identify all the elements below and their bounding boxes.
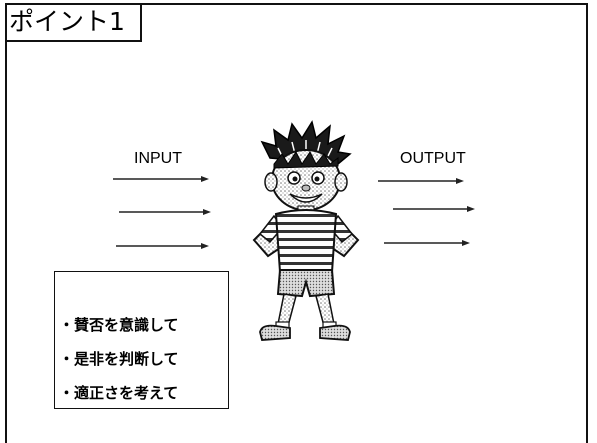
output-label: OUTPUT (400, 150, 466, 167)
input-label: INPUT (134, 150, 182, 167)
input-arrow-1 (113, 173, 209, 185)
note-item-2: ・是非を判断して (59, 350, 179, 368)
note-item-1: ・賛否を意識して (59, 316, 179, 334)
boy-illustration (240, 118, 370, 348)
input-arrow-2 (119, 206, 211, 218)
slide-title: ポイント1 (5, 3, 142, 42)
output-arrow-1 (378, 175, 464, 187)
output-arrow-3 (384, 237, 470, 249)
slide-frame (5, 3, 588, 443)
input-arrow-3 (116, 240, 209, 252)
note-item-3: ・適正さを考えて (59, 384, 179, 402)
output-arrow-2 (393, 203, 475, 215)
notes-box: ・賛否を意識して ・是非を判断して ・適正さを考えて (54, 271, 229, 409)
